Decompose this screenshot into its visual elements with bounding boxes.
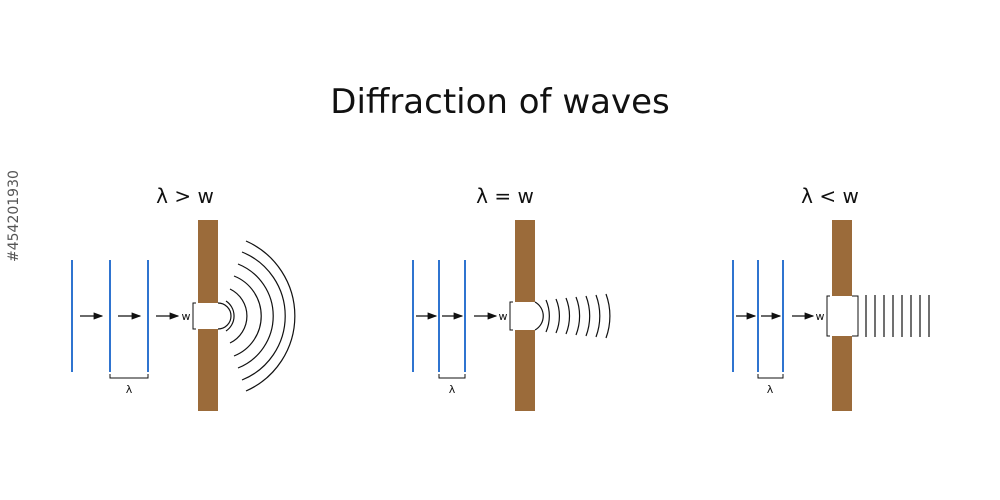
barrier-top	[515, 220, 535, 302]
wavelength-bracket	[438, 374, 466, 379]
wavefront-arc	[217, 302, 232, 330]
panel-title: λ = w	[476, 184, 534, 208]
barrier-top	[198, 220, 218, 303]
diffracted-wave	[229, 288, 248, 344]
gap-label: w	[182, 310, 191, 323]
gap-label: w	[816, 310, 825, 323]
wavefront-arc	[534, 301, 544, 331]
diffracted-wave	[555, 298, 560, 334]
diffracted-wave	[585, 295, 591, 337]
diffracted-wave	[233, 275, 262, 357]
diffracted-wave	[241, 251, 286, 381]
diffracted-wave	[605, 293, 611, 339]
gap-bracket	[509, 301, 513, 331]
barrier-top	[832, 220, 852, 296]
panel-wavelength-less: λ < w λ w	[732, 184, 930, 411]
barrier-bottom	[198, 329, 218, 411]
diffracted-wave	[575, 296, 581, 336]
diffracted-wave	[565, 297, 571, 335]
wavelength-bracket	[757, 374, 784, 379]
gap-bracket	[192, 302, 196, 330]
diffracted-wave	[225, 300, 235, 332]
gap-outline	[852, 295, 859, 337]
wavelength-label: λ	[767, 383, 774, 396]
panel-title: λ < w	[801, 184, 859, 208]
gap-label: w	[499, 310, 508, 323]
diffracted-wave	[237, 263, 274, 369]
barrier-bottom	[832, 336, 852, 411]
diffracted-wave	[245, 240, 296, 392]
panel-wavelength-greater: λ > w λ w	[71, 184, 296, 411]
diagram-title: Diffraction of waves	[330, 82, 670, 122]
gap-bracket	[826, 295, 830, 337]
wavelength-label: λ	[449, 383, 456, 396]
panel-title: λ > w	[156, 184, 214, 208]
wavelength-label: λ	[126, 383, 133, 396]
diffracted-wave	[595, 294, 601, 338]
diffracted-wave	[545, 299, 550, 333]
barrier-bottom	[515, 330, 535, 411]
panel-wavelength-equal: λ = w λ w	[412, 184, 611, 411]
wavelength-bracket	[109, 374, 149, 379]
